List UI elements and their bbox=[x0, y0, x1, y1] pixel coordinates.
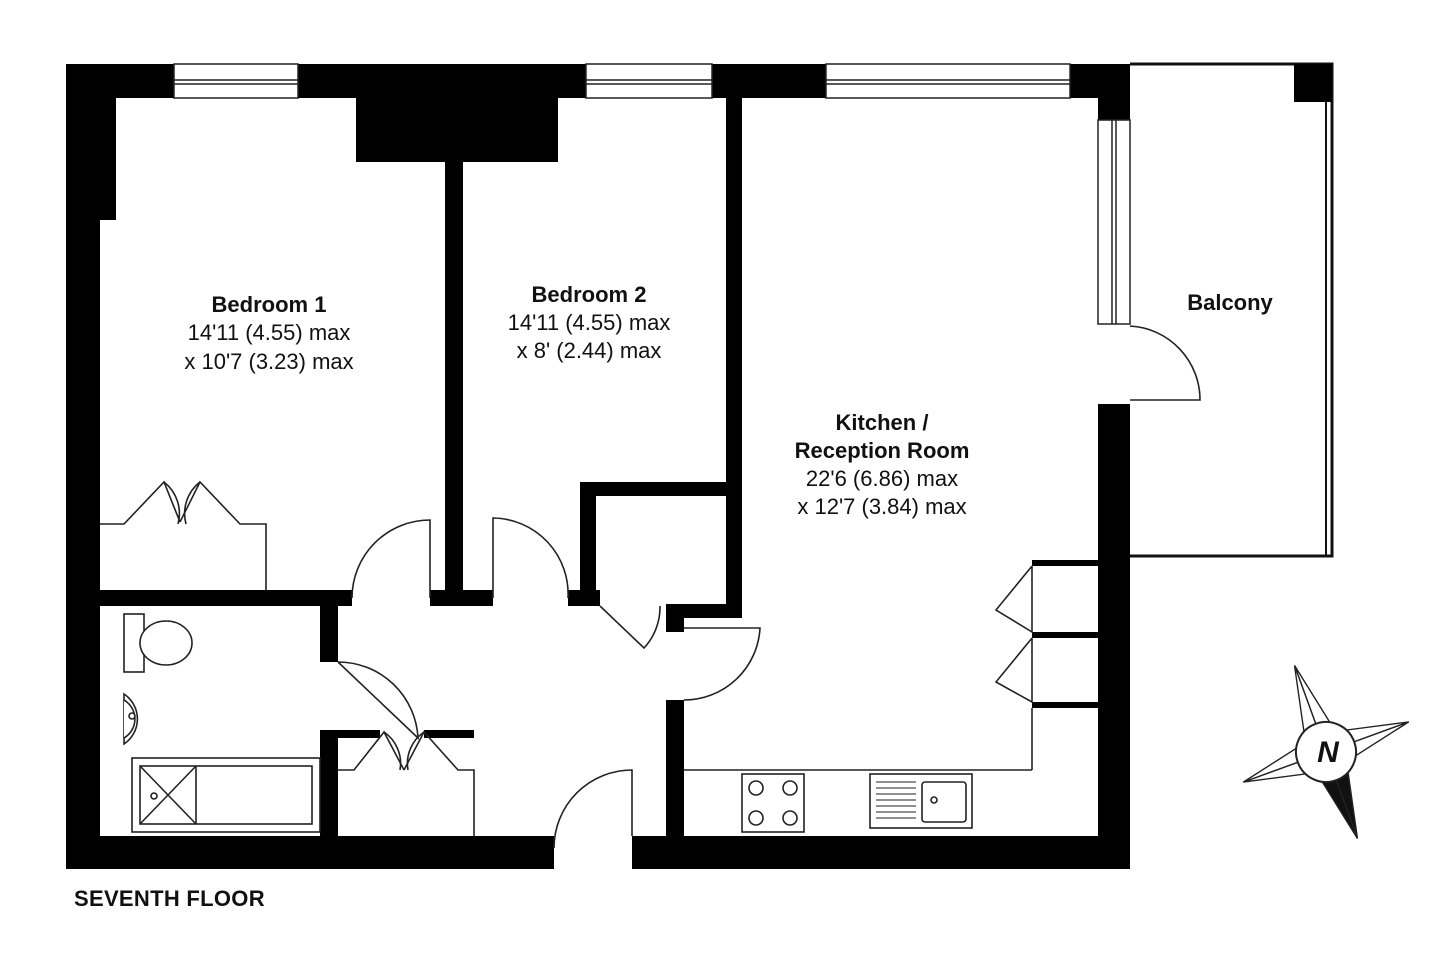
doors bbox=[337, 325, 1201, 849]
bedroom1-dim-2: x 10'7 (3.23) max bbox=[184, 349, 353, 374]
balcony-name: Balcony bbox=[1187, 290, 1273, 315]
kitchen-dim-2: x 12'7 (3.84) max bbox=[797, 494, 966, 519]
toilet-icon bbox=[123, 613, 193, 673]
room-label-bedroom2: Bedroom 2 14'11 (4.55) max x 8' (2.44) m… bbox=[508, 282, 671, 363]
bedroom2-dim-2: x 8' (2.44) max bbox=[517, 338, 662, 363]
compass-icon bbox=[1242, 665, 1410, 839]
window-bedroom2 bbox=[585, 63, 713, 99]
window-kitchen bbox=[825, 63, 1071, 99]
room-label-balcony: Balcony bbox=[1187, 290, 1273, 315]
kitchen-name-2: Reception Room bbox=[795, 438, 970, 463]
room-label-bedroom1: Bedroom 1 14'11 (4.55) max x 10'7 (3.23)… bbox=[184, 292, 353, 374]
wardrobes bbox=[100, 480, 1033, 836]
door-balcony bbox=[1129, 325, 1201, 401]
windows bbox=[173, 63, 1131, 325]
bedroom2-dim-1: 14'11 (4.55) max bbox=[508, 310, 671, 335]
compass-label: N bbox=[1317, 736, 1340, 769]
window-bedroom1 bbox=[173, 63, 299, 99]
walls bbox=[66, 64, 1130, 869]
door-bedroom1 bbox=[351, 519, 431, 599]
bath-icon bbox=[131, 757, 321, 833]
room-label-kitchen: Kitchen / Reception Room 22'6 (6.86) max… bbox=[795, 410, 970, 519]
kitchen-name-1: Kitchen / bbox=[836, 410, 929, 435]
bedroom1-dim-1: 14'11 (4.55) max bbox=[188, 320, 351, 345]
bedroom2-name: Bedroom 2 bbox=[532, 282, 647, 307]
door-bedroom2 bbox=[492, 517, 569, 599]
door-kitchen bbox=[683, 627, 761, 701]
balcony bbox=[1130, 62, 1334, 558]
hob-icon bbox=[741, 773, 805, 833]
door-bathroom bbox=[337, 661, 419, 740]
door-entrance bbox=[553, 769, 633, 849]
kitchen-dim-1: 22'6 (6.86) max bbox=[806, 466, 958, 491]
basin-icon bbox=[123, 692, 139, 746]
window-balcony-door bbox=[1097, 119, 1131, 325]
door-cupboard bbox=[599, 605, 661, 650]
sink-icon bbox=[869, 773, 973, 829]
floor-label: SEVENTH FLOOR bbox=[74, 886, 265, 911]
bedroom1-name: Bedroom 1 bbox=[212, 292, 327, 317]
